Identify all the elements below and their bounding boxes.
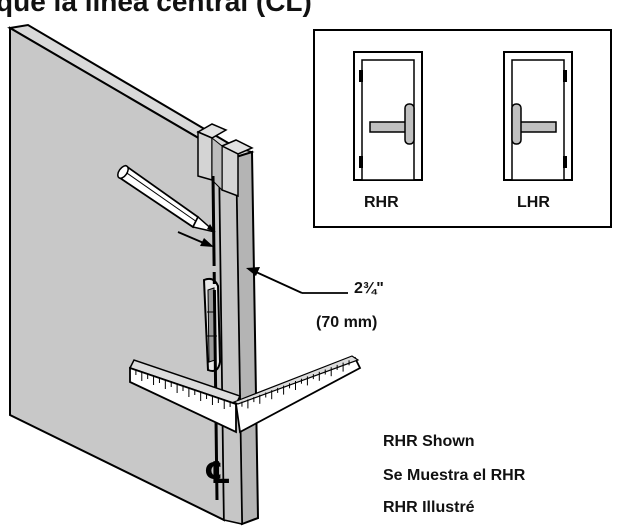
centerline-symbol: ℄ xyxy=(204,456,231,491)
heading: que la línea central (CL) xyxy=(0,0,312,17)
dimension-metric: (70 mm) xyxy=(316,314,378,331)
caption-english: RHR Shown xyxy=(383,433,475,450)
rhr-exit-bar xyxy=(369,121,409,133)
lhr-label: LHR xyxy=(517,194,550,211)
caption-french: RHR Illustré xyxy=(383,499,475,516)
rhr-label: RHR xyxy=(364,194,399,211)
dimension-value: 2¾" xyxy=(354,280,384,297)
dimension-leader xyxy=(246,267,348,294)
caption-spanish: Se Muestra el RHR xyxy=(383,467,526,484)
carpenter-square xyxy=(128,355,362,434)
pencil xyxy=(117,164,216,233)
rhr-door-icon xyxy=(353,51,423,181)
lhr-door-icon xyxy=(503,51,573,181)
lhr-exit-bar xyxy=(517,121,557,133)
door-panel xyxy=(7,23,260,526)
centerline xyxy=(211,175,219,501)
mark-pointer-arrow xyxy=(177,231,214,247)
